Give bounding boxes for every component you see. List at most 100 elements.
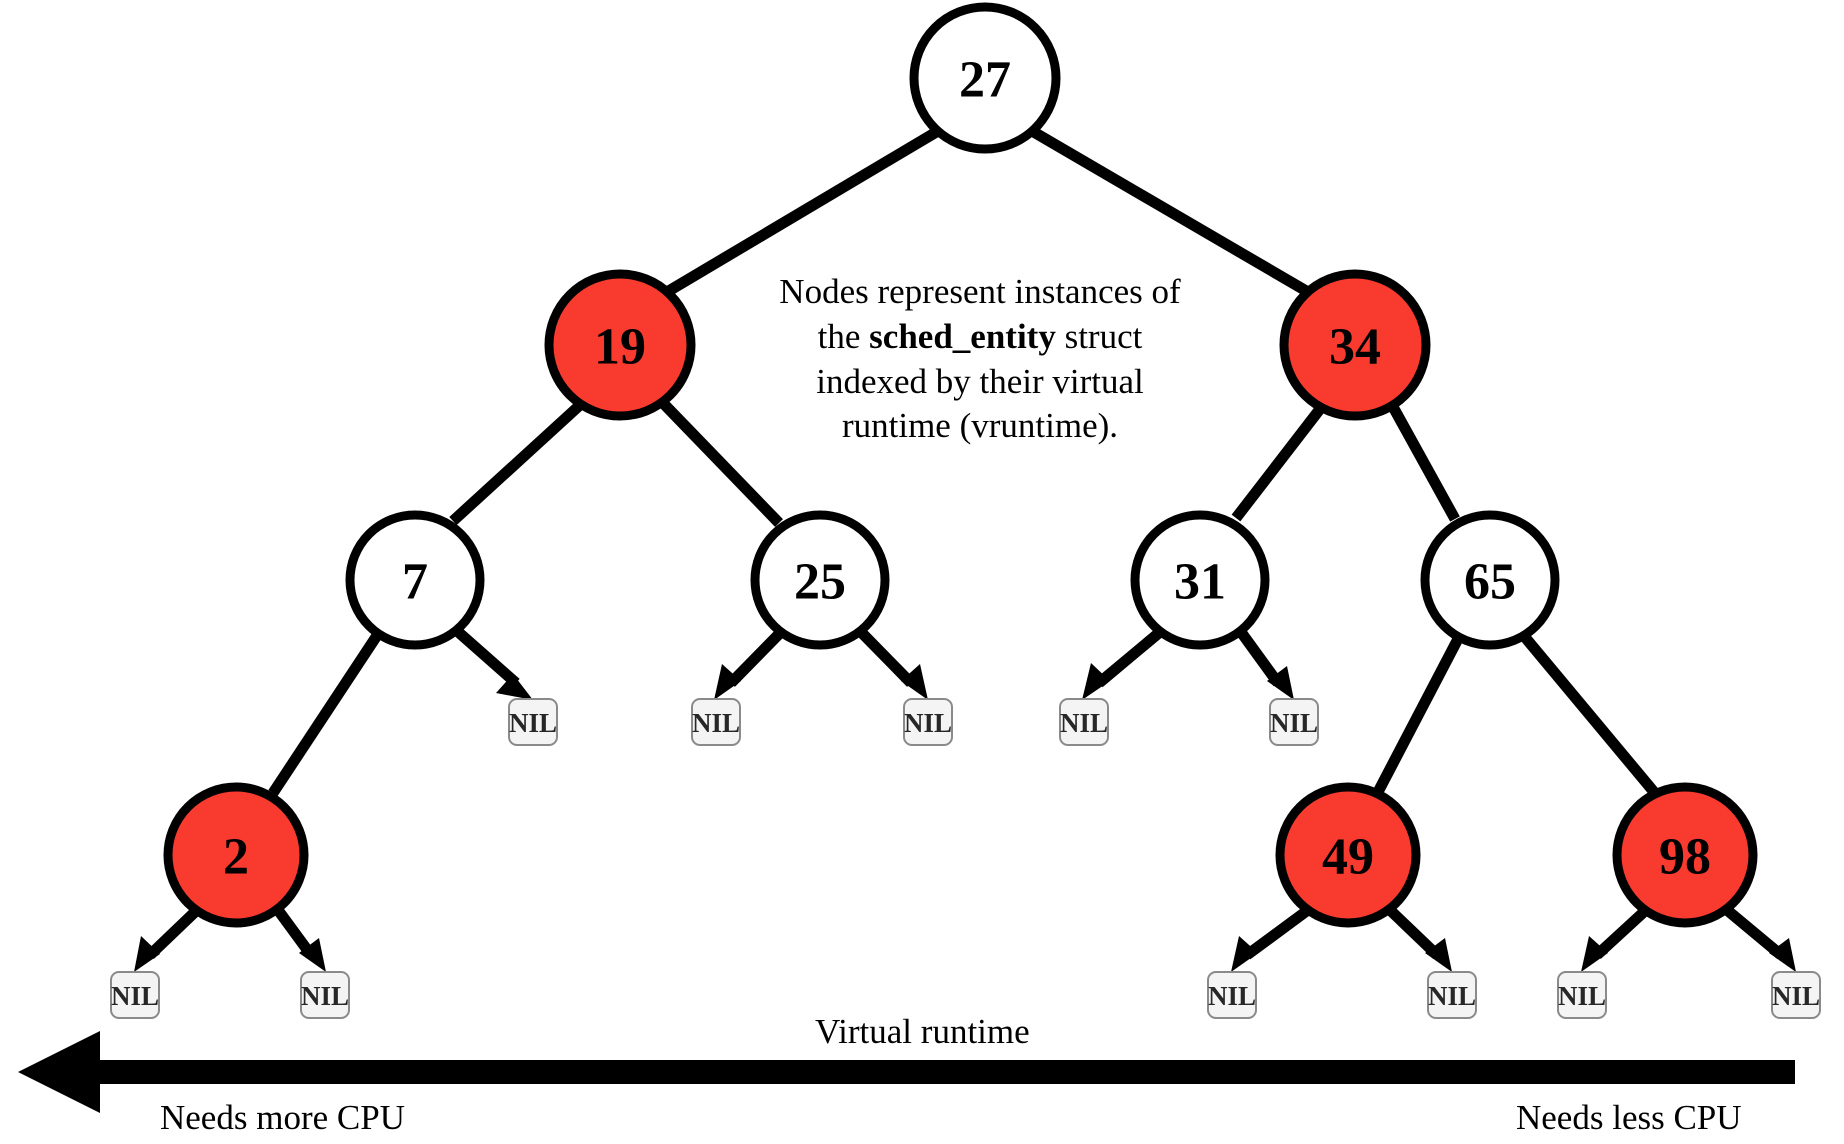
arrow-49-nil-left <box>1243 905 1312 960</box>
node-circle[interactable] <box>345 510 485 650</box>
node-label: 49 <box>1322 829 1374 886</box>
arrow-31-nil-right <box>1236 628 1283 687</box>
edge-34-31 <box>1231 405 1325 522</box>
tree-node-19[interactable]: 19 <box>544 269 696 421</box>
nil-leaf: NIL <box>508 698 558 746</box>
node-label: 34 <box>1329 319 1381 376</box>
tree-node-98[interactable]: 98 <box>1612 782 1758 928</box>
node-circle[interactable] <box>909 2 1061 154</box>
arrow-25-nil-right <box>857 628 915 687</box>
virtual-runtime-axis-arrow <box>18 1031 1795 1113</box>
nil-box <box>1059 698 1109 746</box>
nil-label: NIL <box>1208 981 1256 1011</box>
tree-node-49[interactable]: 49 <box>1275 782 1421 928</box>
arrow-31-nil-left <box>1095 627 1164 688</box>
node-circle[interactable] <box>750 510 890 650</box>
nil-label: NIL <box>1060 708 1108 738</box>
tree-node-31[interactable]: 31 <box>1130 510 1270 650</box>
edge-group <box>268 126 1659 797</box>
nil-leaf: NIL <box>1207 971 1257 1019</box>
arrowhead-2-nil-right <box>299 938 326 972</box>
nil-leaf: NIL <box>1557 971 1607 1019</box>
arrowhead-49-nil-right <box>1425 938 1452 972</box>
nil-box <box>300 971 350 1019</box>
node-circle[interactable] <box>544 269 696 421</box>
node-circle[interactable] <box>1612 782 1758 928</box>
tree-node-25[interactable]: 25 <box>750 510 890 650</box>
tree-node-65[interactable]: 65 <box>1420 510 1560 650</box>
arrow-2-nil-right <box>273 906 316 959</box>
arrow-98-nil-left <box>1593 905 1650 960</box>
node-circle[interactable] <box>1279 269 1431 421</box>
node-label: 27 <box>959 52 1011 109</box>
nil-leaf: NIL <box>903 698 953 746</box>
nil-leaf: NIL <box>1269 698 1319 746</box>
axis-caption-left: Needs more CPU <box>160 1098 405 1137</box>
nil-label: NIL <box>509 708 557 738</box>
arrowhead-49-nil-left <box>1231 936 1258 972</box>
annotation-text: Nodes represent instances of the sched_e… <box>770 270 1190 449</box>
node-label: 19 <box>594 319 646 376</box>
nil-label: NIL <box>904 708 952 738</box>
nil-box <box>1269 698 1319 746</box>
node-label: 98 <box>1659 829 1711 886</box>
arrowhead-7-nil-right <box>496 674 533 700</box>
nil-label: NIL <box>692 708 740 738</box>
node-label: 25 <box>794 554 846 611</box>
nil-box <box>1427 971 1477 1019</box>
sched-entity-struct-name: sched_entity <box>869 316 1056 356</box>
tree-node-2[interactable]: 2 <box>163 782 309 928</box>
node-circle[interactable] <box>1275 782 1421 928</box>
axis-arrow-head-left <box>18 1031 100 1113</box>
nil-box <box>508 698 558 746</box>
arrowhead-31-nil-left <box>1082 663 1110 700</box>
nil-box <box>110 971 160 1019</box>
edge-7-2 <box>268 630 383 797</box>
nil-label: NIL <box>1428 981 1476 1011</box>
nil-arrow-group <box>134 625 1796 972</box>
node-circle[interactable] <box>163 782 309 928</box>
node-label: 7 <box>402 554 428 611</box>
axis-caption-right: Needs less CPU <box>1516 1098 1742 1137</box>
annotation-line-2: the sched_entity struct <box>770 315 1190 360</box>
arrow-98-nil-right <box>1723 905 1785 960</box>
tree-node-27[interactable]: 27 <box>909 2 1061 154</box>
nil-leaf: NIL <box>300 971 350 1019</box>
arrow-25-nil-left <box>727 628 785 687</box>
axis-title: Virtual runtime <box>815 1012 1030 1051</box>
arrowhead-31-nil-right <box>1267 666 1294 700</box>
tree-node-34[interactable]: 34 <box>1279 269 1431 421</box>
nil-box <box>1771 971 1821 1019</box>
nil-leaf: NIL <box>1427 971 1477 1019</box>
nil-leaf: NIL <box>1771 971 1821 1019</box>
nil-label: NIL <box>1558 981 1606 1011</box>
node-circle[interactable] <box>1130 510 1270 650</box>
edge-27-19 <box>664 126 941 297</box>
nil-leaf: NIL <box>1059 698 1109 746</box>
nil-box <box>1207 971 1257 1019</box>
tree-node-7[interactable]: 7 <box>345 510 485 650</box>
nil-box <box>1557 971 1607 1019</box>
edge-19-7 <box>449 400 584 526</box>
edge-27-34 <box>1029 126 1311 297</box>
nil-label: NIL <box>1270 708 1318 738</box>
edge-65-98 <box>1519 632 1659 796</box>
node-circle[interactable] <box>1420 510 1560 650</box>
nil-box <box>691 698 741 746</box>
annotation-line-2-prefix: the <box>817 316 870 356</box>
arrow-49-nil-right <box>1386 906 1441 959</box>
nil-label: NIL <box>301 981 349 1011</box>
node-label: 31 <box>1174 554 1226 611</box>
annotation-line-4: runtime (vruntime). <box>841 406 1119 446</box>
arrow-2-nil-left <box>146 906 201 959</box>
arrowhead-25-nil-left <box>714 664 741 700</box>
annotation-line-3: indexed by their virtual <box>816 361 1144 401</box>
axis-arrow-shaft <box>95 1060 1795 1084</box>
edge-34-65 <box>1387 402 1460 522</box>
nil-leaf-group: NIL NIL NIL NIL NIL NIL <box>110 698 1821 1019</box>
nil-label: NIL <box>1772 981 1820 1011</box>
nil-leaf: NIL <box>691 698 741 746</box>
arrowhead-25-nil-right <box>901 664 928 700</box>
